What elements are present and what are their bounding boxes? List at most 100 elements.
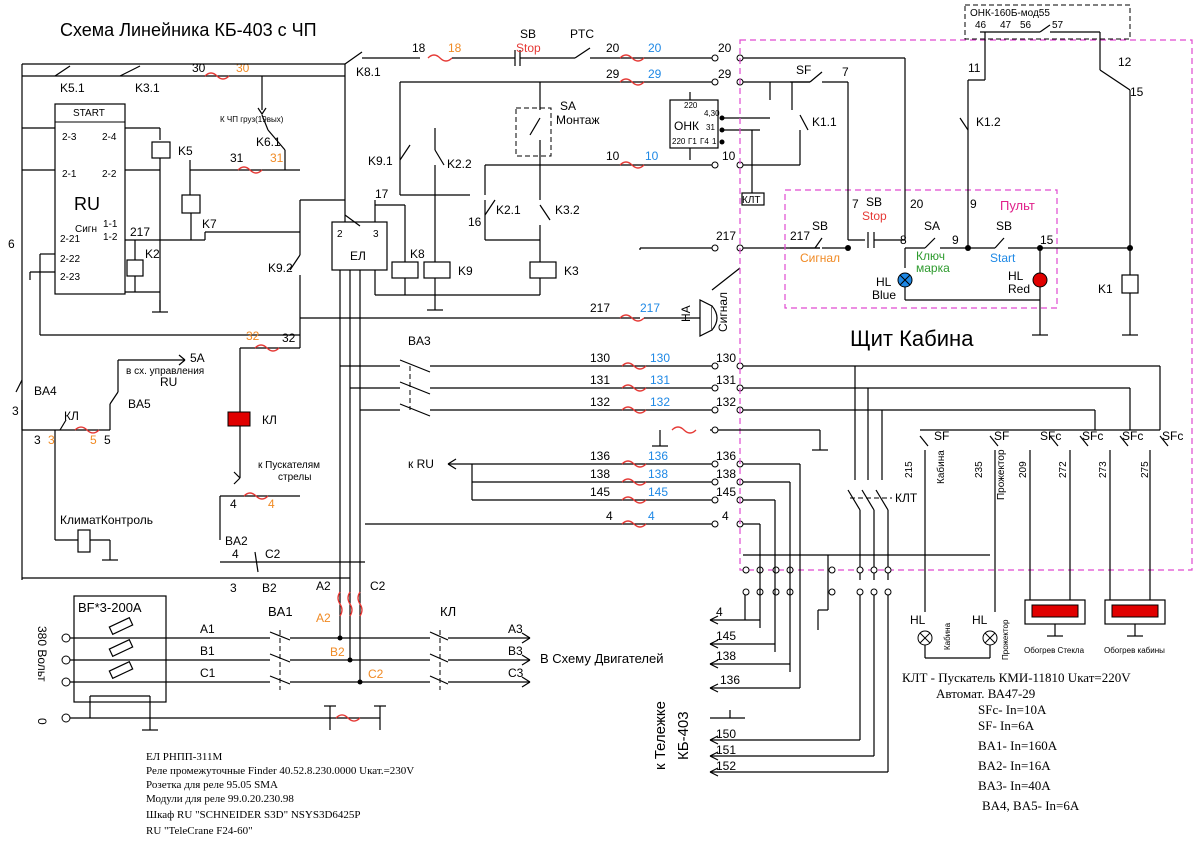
start-btn-label: Start	[990, 251, 1016, 265]
blue-label: Blue	[872, 288, 896, 302]
svg-text:150: 150	[716, 727, 736, 741]
svg-text:132: 132	[650, 395, 670, 409]
obogrev-kab-label: Обогрев кабины	[1104, 646, 1165, 655]
svg-text:10: 10	[606, 149, 620, 163]
kabina-label-v: Кабина	[935, 450, 947, 484]
note-right-2: SFc- In=10A	[978, 702, 1047, 717]
svg-text:Г4: Г4	[700, 137, 709, 146]
label-k2: K2	[145, 247, 160, 261]
onk-160b-box	[964, 4, 1131, 40]
svg-text:217: 217	[790, 229, 810, 243]
signal-v-label: Сигнал	[716, 292, 730, 332]
svg-text:235: 235	[974, 461, 985, 478]
kl-coil	[227, 411, 251, 427]
ru2-label: RU	[160, 375, 177, 389]
svg-text:10: 10	[645, 149, 659, 163]
label-k1: K1	[1098, 282, 1113, 296]
svg-text:20: 20	[606, 41, 620, 55]
svg-text:138: 138	[590, 467, 610, 481]
svg-text:131: 131	[650, 373, 670, 387]
svg-text:152: 152	[716, 759, 736, 773]
svg-text:145: 145	[590, 485, 610, 499]
svg-text:11: 11	[968, 61, 981, 75]
montazh-label: Монтаж	[556, 113, 600, 127]
sf-breakers: SF SF SFc SFc SFc SFc	[919, 429, 1183, 447]
label-k3: K3	[564, 264, 579, 278]
svg-text:3: 3	[48, 433, 55, 447]
svg-text:136: 136	[590, 449, 610, 463]
svg-text:18: 18	[412, 41, 426, 55]
svg-text:3: 3	[230, 581, 237, 595]
onk-module	[669, 99, 719, 149]
label-k6-1: K6.1	[256, 135, 281, 149]
label-k8: K8	[410, 247, 425, 261]
note-right-4: BA1- In=160A	[978, 738, 1058, 753]
label-ba5: BA5	[128, 397, 151, 411]
svg-text:145: 145	[716, 629, 736, 643]
sfc-label-3: SFc	[1122, 429, 1143, 443]
hl-blue-label: HL	[876, 275, 892, 289]
note-left-4: Шкаф RU "SCHNEIDER S3D" NSYS3D6425P	[146, 809, 361, 821]
label-k5-1: K5.1	[60, 81, 85, 95]
svg-text:5: 5	[104, 433, 111, 447]
stop-label-pult: Stop	[862, 209, 887, 223]
to-chp-label: К ЧП груз(19вых)	[220, 115, 284, 124]
sf-label-top: SF	[796, 63, 811, 77]
svg-text:29: 29	[606, 67, 620, 81]
svg-text:A2: A2	[316, 579, 331, 593]
k3-1-contact	[119, 65, 141, 77]
svg-text:1: 1	[712, 137, 717, 146]
svg-text:47: 47	[1000, 20, 1012, 31]
svg-text:220: 220	[672, 137, 686, 146]
label-k3-1: K3.1	[135, 81, 160, 95]
label-klt: КЛТ	[895, 491, 918, 505]
label-kl: КЛ	[262, 413, 277, 427]
svg-text:4: 4	[268, 497, 275, 511]
svg-text:2-21: 2-21	[60, 234, 80, 245]
note-left-2: Розетка для реле 95.05 SMA	[146, 779, 278, 791]
svg-text:215: 215	[904, 461, 915, 478]
label-k7: K7	[202, 217, 217, 231]
svg-text:32: 32	[246, 329, 260, 343]
k8-coil	[391, 261, 419, 279]
svg-text:57: 57	[1052, 20, 1064, 31]
svg-text:C2: C2	[265, 547, 281, 561]
ha-label: HA	[679, 305, 693, 322]
svg-text:18: 18	[448, 41, 462, 55]
k7-coil	[181, 194, 201, 214]
sfc-label-4: SFc	[1162, 429, 1183, 443]
svg-text:Г1: Г1	[688, 137, 697, 146]
svg-text:4: 4	[716, 605, 723, 619]
label-k3-2: K3.2	[555, 203, 580, 217]
klimat-thermostat	[77, 529, 91, 553]
cabin-panel-boundary	[739, 39, 1193, 571]
k9-coil	[423, 261, 451, 279]
el-relay	[331, 221, 388, 271]
svg-text:3: 3	[373, 229, 379, 240]
sb-label-top: SB	[520, 27, 536, 41]
svg-text:20: 20	[718, 41, 732, 55]
svg-text:A1: A1	[200, 622, 215, 636]
stop-label-top: Stop	[516, 41, 541, 55]
label-k2-1: K2.1	[496, 203, 521, 217]
svg-text:9: 9	[952, 233, 959, 247]
svg-text:273: 273	[1098, 461, 1109, 478]
svg-text:2-3: 2-3	[62, 132, 77, 143]
svg-text:145: 145	[648, 485, 668, 499]
svg-text:272: 272	[1058, 461, 1069, 478]
svg-text:31: 31	[270, 151, 284, 165]
prozh-label-lamp: Прожектор	[1001, 619, 1010, 660]
svg-text:A2: A2	[316, 611, 331, 625]
svg-text:17: 17	[375, 187, 389, 201]
svg-text:2: 2	[337, 229, 343, 240]
svg-text:15: 15	[1040, 233, 1054, 247]
hl-red-lamp	[1032, 272, 1048, 288]
svg-text:16: 16	[468, 215, 482, 229]
svg-text:4: 4	[232, 547, 239, 561]
svg-text:C2: C2	[368, 667, 384, 681]
svg-text:130: 130	[590, 351, 610, 365]
svg-text:15: 15	[1130, 85, 1144, 99]
ru-block	[54, 103, 126, 295]
svg-text:29: 29	[718, 67, 732, 81]
svg-text:209: 209	[1018, 461, 1029, 478]
